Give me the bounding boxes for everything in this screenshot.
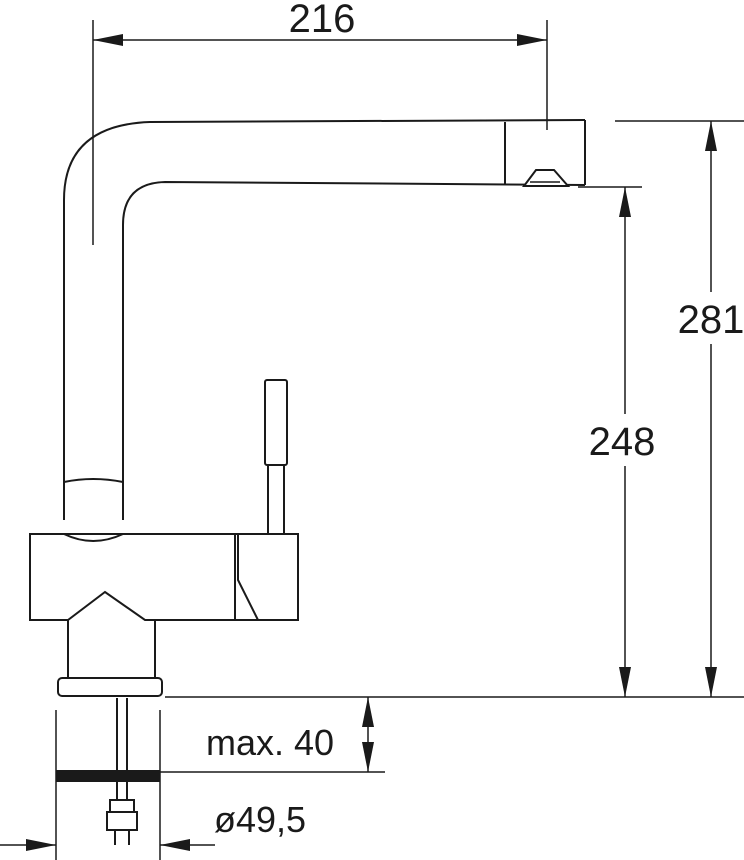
arrow-left [93,34,123,46]
arrow-down [705,667,717,697]
cartridge-seam [237,534,259,621]
max-thickness-label: max. 40 [206,722,334,763]
arrow-up [362,697,374,727]
arrow-left [160,839,190,851]
faucet-outline [29,119,586,860]
max-thickness-dimension: max. 40 [160,697,385,773]
spout-outer-edge [63,119,586,520]
hole-extension-lines [55,710,161,860]
spout-height-dimension: 248 [578,186,670,697]
total-height-label: 281 [678,298,744,342]
hole-diameter-label: ø49,5 [214,799,306,840]
total-height-dimension: 281 [165,120,744,698]
arrow-right [517,34,547,46]
spout-inner-edge [122,180,586,520]
mounting-nut-top [109,799,135,813]
width-dimension: 216 [92,0,548,200]
mounting-nut [106,811,138,831]
base-column [67,620,156,678]
arrow-down [362,742,374,772]
hole-diameter-dimension: ø49,5 [0,799,306,851]
arrow-down [619,667,631,697]
label-backdrop [580,414,670,466]
countertop-band [56,770,160,782]
arrow-up [619,187,631,217]
hose-stub [114,830,130,845]
arrow-up [705,121,717,151]
lever-stem [267,464,285,536]
mixer-body [29,533,236,621]
spout-height-label: 248 [589,420,656,464]
aerator [522,169,571,187]
arrow-right [26,839,56,851]
mounting-rod [116,698,128,800]
lever-handle [264,379,288,466]
cartridge-housing [234,533,299,621]
spout-body-joint [63,533,124,542]
spout-sleeve-top [63,478,124,483]
label-backdrop [676,292,744,344]
width-label: 216 [289,0,356,41]
base-ring [57,677,163,697]
